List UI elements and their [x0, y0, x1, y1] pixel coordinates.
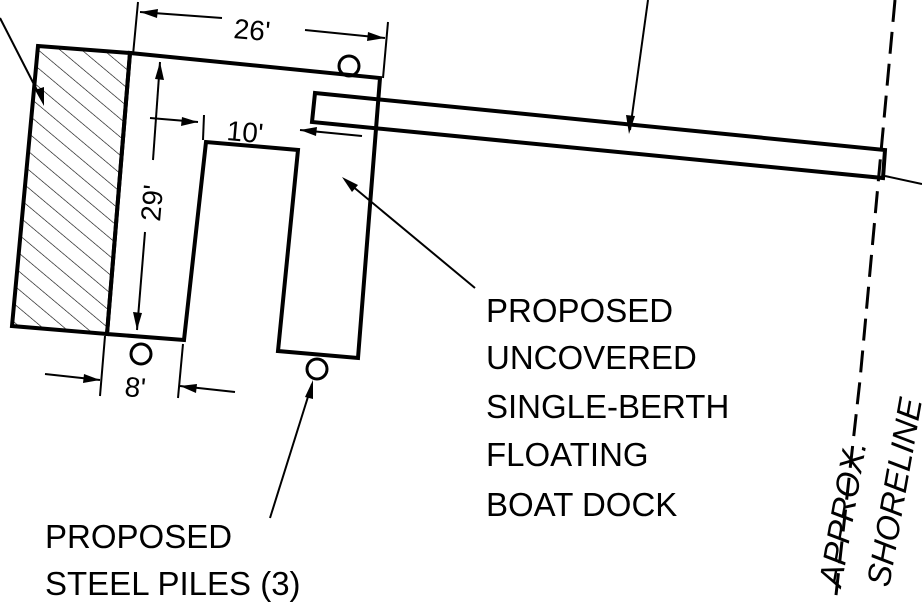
shoreline-line	[833, 0, 897, 604]
dock-callout-line: BOAT DOCK	[486, 486, 677, 523]
leader-piles	[269, 380, 313, 519]
piles-callout-line: STEEL PILES (3)	[45, 565, 301, 602]
dimension-label-26: 26'	[232, 13, 271, 47]
dock-callout-line: UNCOVERED	[486, 339, 697, 376]
dock-outline	[104, 50, 383, 361]
leader-hatched-area	[0, 17, 44, 106]
pile-marker	[305, 357, 329, 381]
leader-walkway	[626, 0, 649, 134]
dimension-26	[132, 1, 389, 79]
dimension-8	[44, 335, 236, 399]
leader-dock	[342, 177, 476, 289]
dimension-label-29: 29'	[135, 183, 169, 222]
leader-right-edge	[884, 175, 922, 185]
dock-callout-text: PROPOSED UNCOVERED SINGLE-BERTH FLOATING…	[486, 292, 738, 523]
dimension-29	[133, 61, 164, 331]
shoreline-label-shoreline: SHORELINE	[859, 394, 922, 589]
pile-marker	[129, 342, 153, 366]
piles-callout-text: PROPOSED STEEL PILES (3)	[45, 518, 301, 602]
dock-callout-line: PROPOSED	[486, 292, 673, 329]
dimension-label-10: 10'	[225, 115, 264, 149]
piles-callout-line: PROPOSED	[45, 518, 232, 555]
dimension-10	[149, 114, 363, 141]
dock-callout-line: FLOATING	[486, 436, 649, 473]
dock-callout-line: SINGLE-BERTH	[486, 388, 729, 425]
pile-marker	[337, 54, 361, 78]
dimension-label-8: 8'	[123, 371, 147, 404]
gangway	[309, 90, 888, 181]
